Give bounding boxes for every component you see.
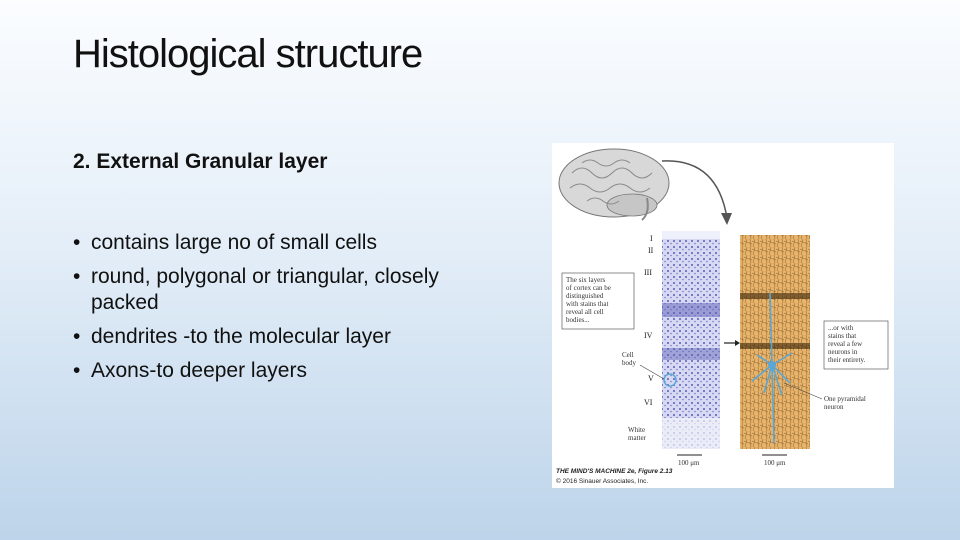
figure-caption: THE MIND'S MACHINE 2e, Figure 2.13 bbox=[556, 468, 673, 475]
svg-text:reveal a few: reveal a few bbox=[828, 340, 863, 348]
right-callout: ...or with stains that reveal a few neur… bbox=[828, 324, 866, 364]
svg-text:neurons in: neurons in bbox=[828, 348, 858, 356]
svg-text:stains that: stains that bbox=[828, 332, 856, 340]
svg-text:with stains that: with stains that bbox=[566, 300, 608, 308]
svg-text:bodies...: bodies... bbox=[566, 316, 590, 324]
slide-subtitle: 2. External Granular layer bbox=[73, 150, 328, 173]
scale-bar-label: 100 μm bbox=[678, 459, 700, 467]
white-matter-label: White bbox=[628, 426, 645, 434]
white-matter-label: matter bbox=[628, 434, 647, 442]
layer-label: IV bbox=[644, 331, 653, 340]
layer-label: III bbox=[644, 268, 652, 277]
svg-text:reveal all cell: reveal all cell bbox=[566, 308, 604, 316]
pyramidal-neuron-label: One pyramidal bbox=[824, 395, 866, 403]
bullet-item: Axons-to deeper layers bbox=[73, 358, 473, 384]
svg-text:...or with: ...or with bbox=[828, 324, 854, 332]
bullet-list: contains large no of small cells round, … bbox=[73, 230, 473, 392]
scale-bar-label: 100 μm bbox=[764, 459, 786, 467]
svg-text:The six layers: The six layers bbox=[566, 276, 606, 284]
layer-label: I bbox=[650, 234, 653, 243]
layer-label: II bbox=[648, 246, 654, 255]
figure-copyright: © 2016 Sinauer Associates, Inc. bbox=[556, 477, 648, 485]
cortex-diagram: I II III IV V VI The six layers of corte… bbox=[556, 148, 889, 485]
cortex-layers-figure: I II III IV V VI The six layers of corte… bbox=[552, 143, 894, 488]
cell-body-label: Cell bbox=[622, 351, 634, 359]
bullet-item: round, polygonal or triangular, closely … bbox=[73, 264, 473, 316]
pyramidal-neuron bbox=[751, 292, 793, 444]
svg-text:of cortex can be: of cortex can be bbox=[566, 284, 611, 292]
svg-text:distinguished: distinguished bbox=[566, 292, 604, 300]
layer-label: VI bbox=[644, 398, 653, 407]
curved-arrow-icon bbox=[661, 160, 728, 219]
cell-body-label: body bbox=[622, 359, 637, 367]
bullet-item: dendrites -to the molecular layer bbox=[73, 324, 473, 350]
left-callout: The six layers of cortex can be distingu… bbox=[566, 276, 611, 324]
pyramidal-neuron-label: neuron bbox=[824, 403, 844, 411]
brain-illustration bbox=[558, 148, 670, 221]
svg-text:their entirety.: their entirety. bbox=[828, 356, 866, 364]
bullet-item: contains large no of small cells bbox=[73, 230, 473, 256]
layer-label: V bbox=[648, 374, 654, 383]
highlighted-cell-body bbox=[663, 373, 677, 387]
slide-title: Histological structure bbox=[73, 32, 423, 76]
